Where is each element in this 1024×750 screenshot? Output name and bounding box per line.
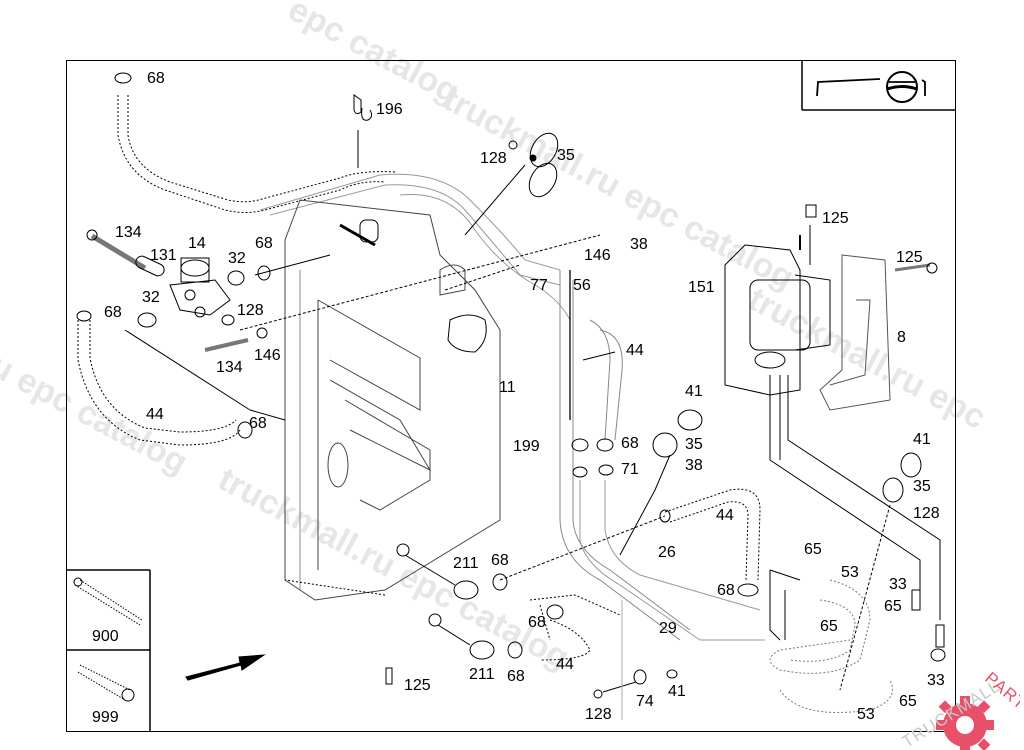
callout-label: 128: [913, 505, 940, 522]
callout-label: 38: [685, 457, 703, 474]
callout-label: 68: [249, 415, 267, 432]
callout-label: 68: [621, 435, 639, 452]
callout-label: 35: [913, 478, 931, 495]
callout-label: 41: [913, 431, 931, 448]
truckmallparts-logo: TRUCKMALL PARTS: [899, 670, 1020, 750]
callout-label: 44: [716, 507, 734, 524]
callout-label: 38: [630, 236, 648, 253]
callout-label: 68: [717, 582, 735, 599]
fuel-heater: [724, 204, 831, 396]
hose-top-left: [117, 95, 396, 213]
callout-label: 53: [857, 706, 875, 723]
callout-label: 44: [626, 342, 644, 359]
callout-label: 35: [557, 147, 575, 164]
callout-label: 199: [513, 438, 540, 455]
callout-label: 35: [685, 436, 703, 453]
direction-of-travel-arrow: [185, 654, 266, 681]
callout-label: 65: [820, 618, 838, 635]
callout-label: 128: [585, 706, 612, 723]
callout-label: 44: [146, 406, 164, 423]
callout-label: 68: [147, 70, 165, 87]
callout-label: 128: [237, 302, 264, 319]
callout-label: 68: [104, 304, 122, 321]
tube-bundle: [259, 173, 571, 321]
callout-label: 196: [376, 101, 403, 118]
callout-label: 68: [528, 614, 546, 631]
clamp-68: [114, 72, 132, 84]
inset-part-number-900: 900: [92, 628, 119, 645]
callout-label: 26: [658, 544, 676, 561]
callout-label: 74: [636, 693, 654, 710]
callout-label: 41: [668, 683, 686, 700]
callout-label: 131: [150, 247, 177, 264]
callout-label: 33: [927, 672, 945, 689]
callout-label: 125: [822, 210, 849, 227]
callout-label: 125: [404, 677, 431, 694]
callout-label: 41: [685, 383, 703, 400]
callout-label: 68: [507, 668, 525, 685]
callout-label: 56: [573, 277, 591, 294]
callout-label: 14: [188, 235, 206, 252]
callout-label: 71: [621, 461, 639, 478]
callout-label: 146: [584, 247, 611, 264]
callout-label: 32: [142, 289, 160, 306]
callout-label: 65: [899, 693, 917, 710]
callout-label: 65: [804, 541, 822, 558]
callout-label: 29: [659, 620, 677, 637]
orientation-inset: [801, 60, 956, 111]
callout-label: 146: [254, 347, 281, 364]
callout-label: 8: [897, 329, 906, 346]
callout-label: 33: [889, 576, 907, 593]
callout-label: 211: [469, 666, 495, 683]
fuel-tank: [284, 199, 501, 601]
callout-label: 68: [255, 235, 273, 252]
callout-label: 151: [688, 279, 715, 296]
callout-label: 77: [530, 277, 548, 294]
callout-label: 211: [453, 555, 479, 572]
callout-label: 125: [896, 249, 923, 266]
diagram-frame: [66, 60, 956, 732]
callout-label: 134: [115, 224, 142, 241]
callout-label: 68: [491, 552, 509, 569]
valve-assembly: [86, 229, 271, 352]
callout-label: 11: [499, 379, 516, 396]
callout-label: 134: [216, 359, 243, 376]
callout-label: 53: [841, 564, 859, 581]
callout-label: 32: [228, 250, 246, 267]
callout-label: 65: [884, 598, 902, 615]
callout-label: 128: [480, 150, 507, 167]
callout-label: 44: [556, 656, 574, 673]
inset-part-number-999: 999: [92, 709, 119, 726]
